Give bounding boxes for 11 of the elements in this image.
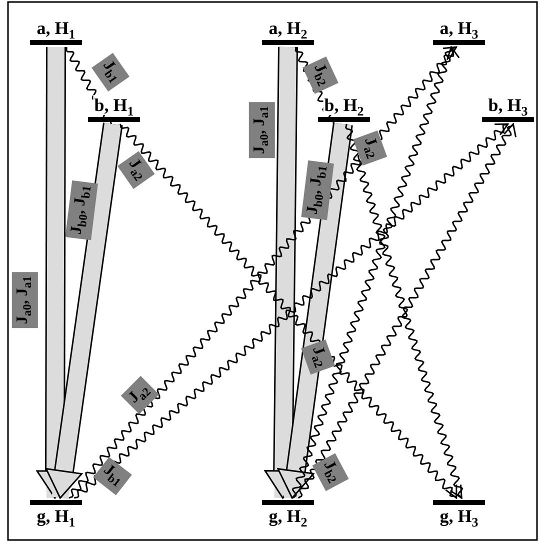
level-label: b, H$_{1}$ bbox=[93, 95, 135, 115]
wavy-arrow bbox=[120, 123, 458, 499]
energy-level bbox=[30, 500, 82, 527]
wavy-arrow bbox=[68, 46, 458, 498]
wavy-arrow bbox=[74, 123, 509, 498]
energy-level bbox=[262, 500, 314, 527]
wavy-arrow bbox=[292, 46, 460, 498]
energy-level bbox=[88, 95, 140, 122]
wavy-arrow bbox=[298, 123, 517, 498]
energy-level bbox=[433, 500, 485, 527]
wavy-arrow bbox=[345, 124, 464, 499]
